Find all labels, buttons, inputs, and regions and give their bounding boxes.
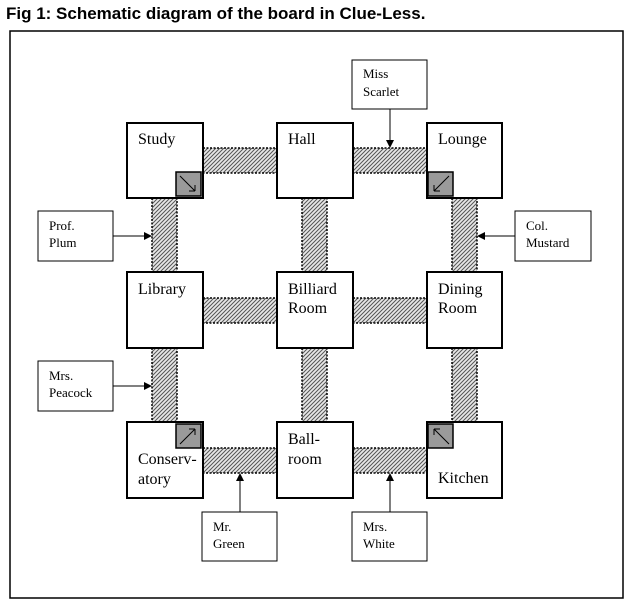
- secret-passage-study[interactable]: [175, 171, 202, 197]
- hallway-ballroom-kitchen[interactable]: [352, 447, 428, 474]
- room-conservatory-label: Conserv- atory: [138, 451, 201, 488]
- character-white-label: Mrs. White: [363, 519, 395, 551]
- hallway-lounge-dining[interactable]: [451, 197, 478, 273]
- hallway-hall-billiard[interactable]: [301, 197, 328, 273]
- room-dining[interactable]: [426, 271, 503, 349]
- character-peacock-label: Mrs. Peacock: [49, 368, 93, 400]
- secret-passage-kitchen[interactable]: [427, 423, 454, 449]
- hallway-dining-kitchen[interactable]: [451, 347, 478, 423]
- hallway-library-conservatory[interactable]: [151, 347, 178, 423]
- hallway-billiard-ballroom[interactable]: [301, 347, 328, 423]
- room-billiard-label: Billiard Room: [288, 281, 341, 317]
- secret-passage-conservatory[interactable]: [175, 423, 202, 449]
- character-plum-label: Prof. Plum: [49, 218, 78, 250]
- character-scarlet[interactable]: Miss Scarlet: [351, 59, 428, 110]
- hallway-conservatory-ballroom[interactable]: [202, 447, 278, 474]
- hallway-library-billiard[interactable]: [202, 297, 278, 324]
- character-mustard[interactable]: Col. Mustard: [514, 210, 592, 262]
- hallway-study-hall[interactable]: [202, 147, 278, 174]
- character-peacock[interactable]: Mrs. Peacock: [37, 360, 114, 412]
- room-ballroom-label: Ball- room: [288, 431, 324, 468]
- character-green-label: Mr. Green: [213, 519, 245, 551]
- room-hall-label: Hall: [288, 131, 316, 148]
- character-plum[interactable]: Prof. Plum: [37, 210, 114, 262]
- room-billiard[interactable]: [276, 271, 354, 349]
- room-library-label: Library: [138, 281, 186, 298]
- character-scarlet-label: Miss Scarlet: [363, 66, 399, 99]
- character-white[interactable]: Mrs. White: [351, 511, 428, 562]
- hallway-hall-lounge[interactable]: [352, 147, 428, 174]
- room-lounge-label: Lounge: [438, 131, 487, 148]
- character-mustard-label: Col. Mustard: [526, 218, 570, 250]
- room-library[interactable]: [126, 271, 204, 349]
- secret-passage-lounge[interactable]: [427, 171, 454, 197]
- room-dining-label: Dining Room: [438, 281, 486, 317]
- room-ballroom[interactable]: [276, 421, 354, 499]
- room-hall[interactable]: [276, 122, 354, 199]
- hallway-billiard-dining[interactable]: [352, 297, 428, 324]
- room-study-label: Study: [138, 131, 175, 148]
- board-frame: [9, 30, 624, 599]
- character-green[interactable]: Mr. Green: [201, 511, 278, 562]
- figure-title: Fig 1: Schematic diagram of the board in…: [6, 4, 426, 23]
- room-kitchen-label: Kitchen: [438, 470, 489, 487]
- hallway-study-library[interactable]: [151, 197, 178, 273]
